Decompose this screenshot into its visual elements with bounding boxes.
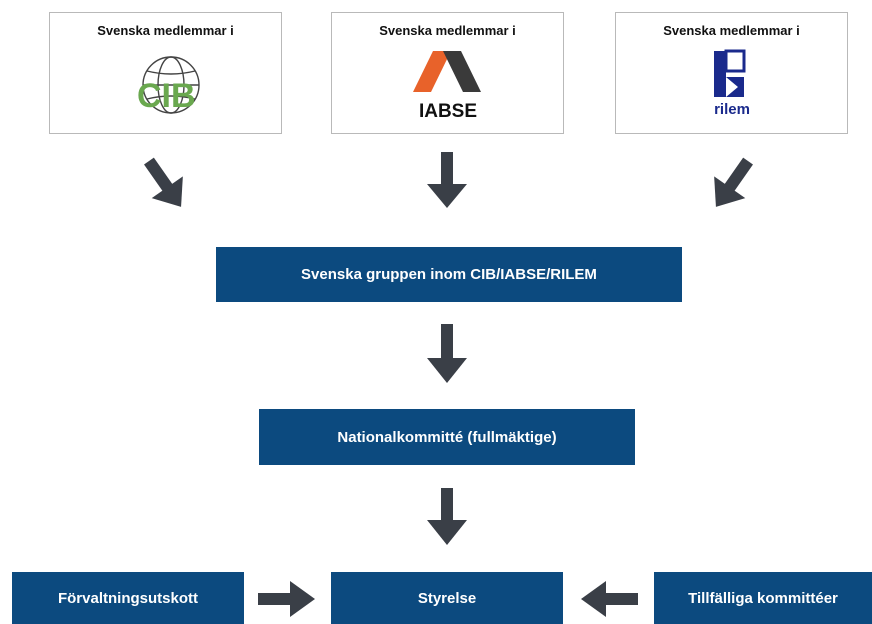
member-box-iabse: Svenska medlemmar i IABSE (331, 12, 564, 134)
rilem-logo: rilem (616, 47, 847, 119)
cib-logo: CIB (50, 47, 281, 117)
member-box-rilem: Svenska medlemmar i rilem (615, 12, 848, 134)
group-box: Svenska gruppen inom CIB/IABSE/RILEM (216, 247, 682, 302)
arrow-down-icon (427, 488, 467, 546)
arrow-down-left-icon (709, 154, 755, 214)
temporary-committees-box: Tillfälliga kommittéer (654, 572, 872, 624)
arrow-left-icon (580, 581, 638, 617)
arrow-right-icon (258, 581, 316, 617)
board-box: Styrelse (331, 572, 563, 624)
member-caption: Svenska medlemmar i (379, 23, 516, 38)
arrow-down-icon (427, 324, 467, 384)
member-caption: Svenska medlemmar i (663, 23, 800, 38)
arrow-down-icon (427, 152, 467, 210)
cib-logo-text: CIB (137, 77, 196, 115)
rilem-logo-text: rilem (714, 101, 750, 118)
admin-committee-box: Förvaltningsutskott (12, 572, 244, 624)
iabse-logo-text: IABSE (418, 101, 476, 119)
iabse-logo: IABSE (332, 47, 563, 119)
member-caption: Svenska medlemmar i (97, 23, 234, 38)
arrow-down-right-icon (142, 154, 188, 214)
member-box-cib: Svenska medlemmar i CIB (49, 12, 282, 134)
national-committee-box: Nationalkommitté (fullmäktige) (259, 409, 635, 465)
